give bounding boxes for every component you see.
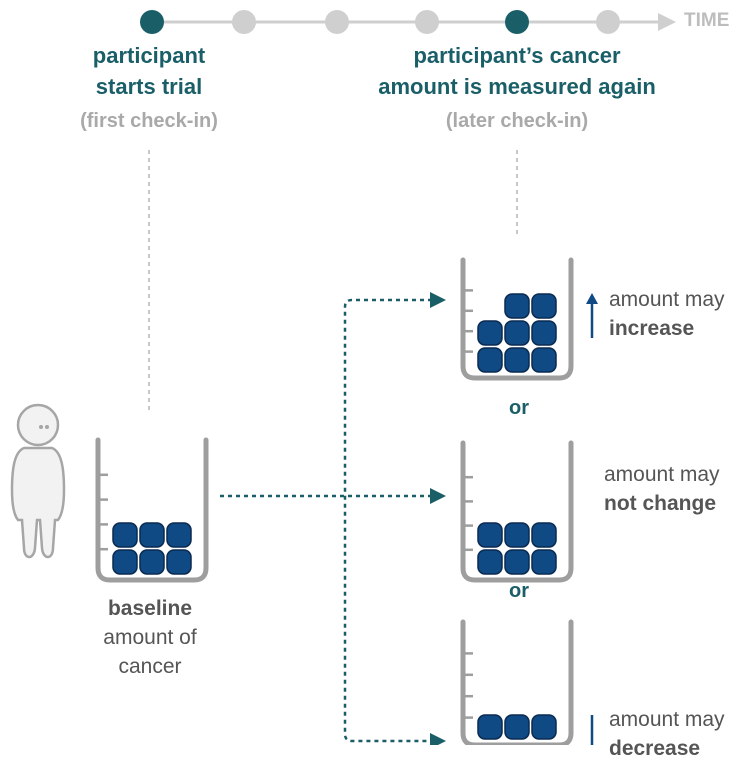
beaker-outline <box>460 257 574 381</box>
baseline-beaker <box>95 437 209 583</box>
decrease-beaker <box>460 619 574 745</box>
baseline-caption-line3: cancer <box>118 655 182 678</box>
timeline-dot-start <box>140 10 164 34</box>
start-title-line1: participant <box>92 43 206 68</box>
later-note: (later check-in) <box>445 110 589 132</box>
participant-eye <box>45 425 49 429</box>
cancer-cell <box>504 714 530 740</box>
beaker-outline <box>460 619 574 745</box>
arrowhead-increase <box>430 292 446 308</box>
baseline-caption-bold: baseline <box>107 597 193 620</box>
cancer-cell <box>504 549 530 575</box>
increase-arrow-icon <box>586 293 598 338</box>
cancer-cell <box>477 320 503 346</box>
participant-figure <box>10 403 66 559</box>
participant-body <box>10 446 66 559</box>
timeline-dot <box>415 10 439 34</box>
or-connector-2: or <box>509 580 529 602</box>
cancer-cell <box>531 320 557 346</box>
no-change-caption: amount may not change <box>604 460 720 518</box>
cancer-cell <box>531 293 557 319</box>
cancer-cell <box>139 549 165 575</box>
cancer-cell <box>504 320 530 346</box>
start-title-line2: starts trial <box>95 74 203 99</box>
cancer-cell <box>112 549 138 575</box>
timeline-dot <box>596 10 620 34</box>
cancer-cell <box>531 714 557 740</box>
decrease-caption: amount may decrease <box>609 705 725 763</box>
increase-caption-bold: increase <box>609 317 695 340</box>
no-change-caption-line1: amount may <box>604 463 720 486</box>
arrowhead-decrease <box>430 733 446 745</box>
baseline-caption: baseline amount of cancer <box>80 594 220 681</box>
cancer-cell <box>477 549 503 575</box>
arrowhead-no-change <box>430 488 446 504</box>
timeline-dot-later <box>505 10 529 34</box>
increase-caption: amount may increase <box>609 285 725 343</box>
cancer-cell <box>531 522 557 548</box>
increase-beaker <box>460 257 574 381</box>
connector-arrows <box>220 298 432 743</box>
time-axis-label: TIME <box>684 10 730 31</box>
decrease-caption-bold: decrease <box>609 737 701 760</box>
start-note: (first check-in) <box>80 110 218 132</box>
cancer-cell <box>166 549 192 575</box>
cancer-cell <box>139 522 165 548</box>
timeline <box>140 10 676 34</box>
cancer-cell <box>531 549 557 575</box>
later-title-line1: participant’s cancer <box>413 43 621 68</box>
decrease-arrow-icon <box>590 715 594 745</box>
diagram-canvas <box>10 10 676 745</box>
beaker-outline <box>95 437 209 583</box>
no-change-caption-bold: not change <box>604 492 717 515</box>
increase-caption-line1: amount may <box>609 288 725 311</box>
cancer-cell <box>531 347 557 373</box>
participant-head <box>16 403 60 447</box>
participant-eye <box>39 425 43 429</box>
cancer-cell <box>112 522 138 548</box>
cancer-cell <box>477 714 503 740</box>
decrease-caption-line1: amount may <box>609 708 725 731</box>
timeline-arrowhead <box>658 13 676 31</box>
cancer-cell <box>477 522 503 548</box>
cancer-cell <box>166 522 192 548</box>
or-connector-1: or <box>509 397 529 419</box>
cancer-cell <box>504 293 530 319</box>
baseline-caption-line2: amount of <box>103 626 197 649</box>
beaker-outline <box>460 440 574 583</box>
timeline-dot <box>325 10 349 34</box>
timeline-dot <box>232 10 256 34</box>
cancer-cell <box>504 347 530 373</box>
no-change-beaker <box>460 440 574 583</box>
connector-branch <box>343 298 432 743</box>
later-title-line2: amount is measured again <box>378 74 656 99</box>
cancer-cell <box>504 522 530 548</box>
cancer-cell <box>477 347 503 373</box>
